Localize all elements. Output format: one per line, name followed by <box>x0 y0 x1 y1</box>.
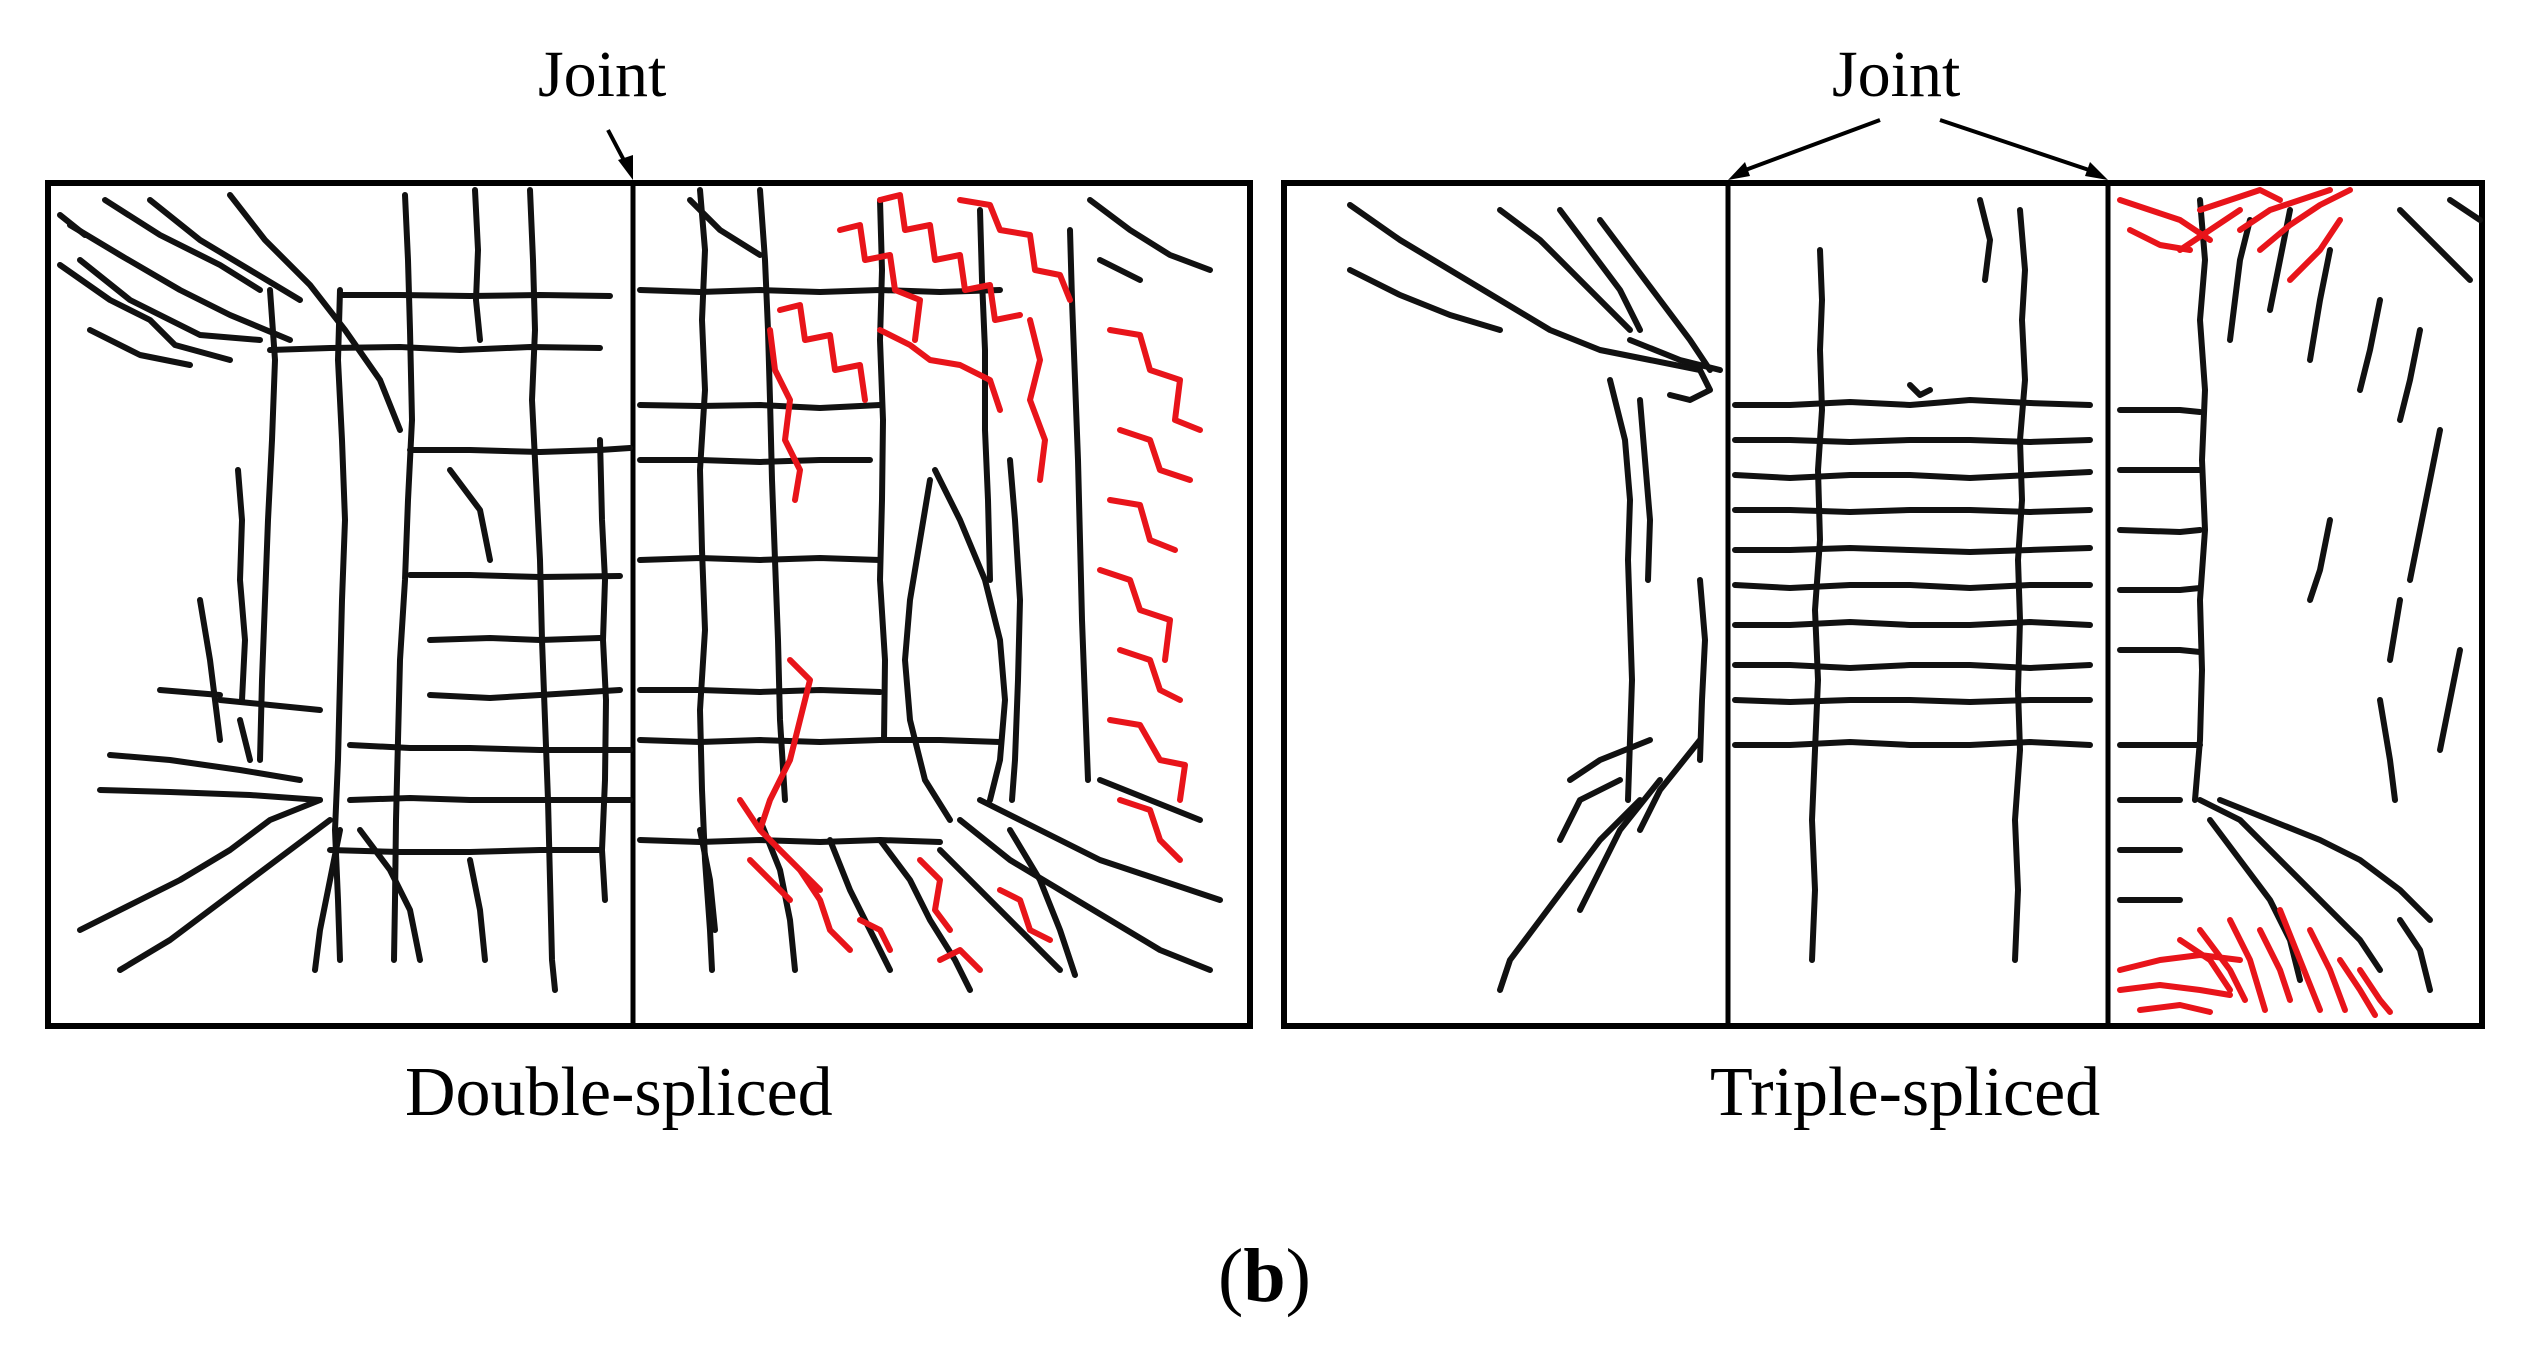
triple-spliced-joint-arrows <box>1728 118 2108 180</box>
subfigure-letter: b <box>1243 1234 1286 1318</box>
triple-spliced-frame <box>1281 180 2485 1029</box>
double-spliced-caption: Double-spliced <box>405 1054 833 1131</box>
triple-spliced-cracks <box>1347 197 2483 993</box>
triple-spliced-joint-label: Joint <box>1832 38 1961 111</box>
subfigure-label: (b) <box>1218 1238 1311 1314</box>
triple-spliced-panel <box>1281 118 2485 1029</box>
double-spliced-panel <box>45 129 1253 1029</box>
subfigure-close-paren: ) <box>1285 1234 1311 1318</box>
double-spliced-joint-label: Joint <box>538 38 667 111</box>
triple-spliced-red-cracks <box>2117 187 2393 1018</box>
double-spliced-cracks <box>57 187 1223 993</box>
double-spliced-frame <box>45 180 1253 1029</box>
double-spliced-red-cracks <box>737 192 1203 973</box>
triple-spliced-caption: Triple-spliced <box>1710 1054 2101 1131</box>
double-spliced-joint-arrow <box>606 129 633 180</box>
subfigure-open-paren: ( <box>1218 1234 1244 1318</box>
